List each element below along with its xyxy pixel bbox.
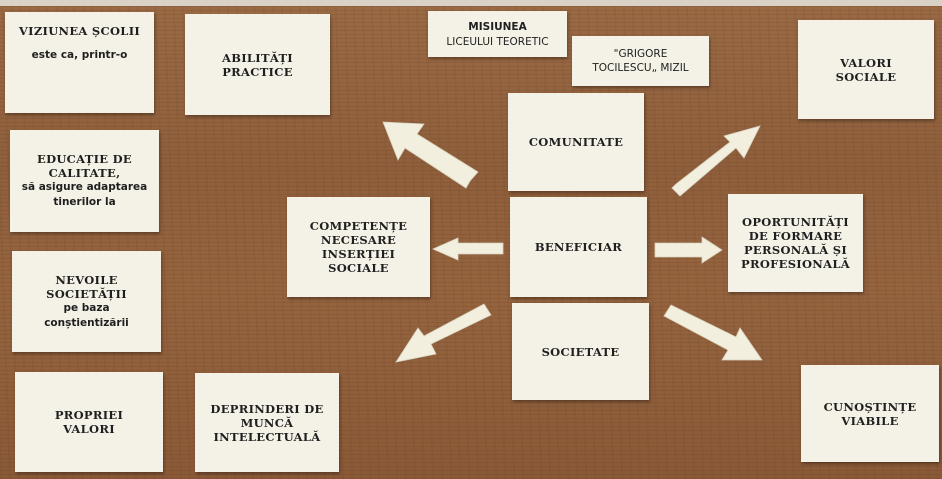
arrow-left [432, 237, 504, 261]
deprinderi-line-2: MUNCĂ [240, 415, 294, 430]
societate-label: SOCIETATE [541, 344, 620, 359]
comunitate-label: COMUNITATE [528, 135, 624, 149]
card-valori-sociale: VALORI SOCIALE [798, 20, 934, 119]
deprinderi-line-3: INTELECTUALĂ [213, 429, 321, 444]
nevoile-line-2: SOCIETĂȚII [46, 286, 127, 301]
card-educatie: EDUCAȚIE DE CALITATE, să asigure adaptar… [10, 130, 159, 232]
nevoile-line-4: conștientizării [44, 316, 129, 329]
card-oportunitati: OPORTUNITĂȚI DE FORMARE PERSONALĂ ȘI PRO… [728, 194, 863, 292]
card-deprinderi: DEPRINDERI DE MUNCĂ INTELECTUALĂ [195, 373, 339, 472]
educatie-line-4: tinerilor la [53, 196, 116, 208]
card-viziunea: VIZIUNEA ȘCOLII este ca, printr-o [5, 12, 154, 113]
card-misiunea: MISIUNEA LICEULUI TEORETIC [428, 11, 567, 57]
propriei-line-1: PROPRIEI [54, 408, 124, 422]
cunostinte-line-1: CUNOȘTINȚE [823, 399, 917, 414]
nevoile-line-3: pe baza [63, 301, 110, 314]
educatie-line-2: CALITATE, [48, 166, 121, 180]
card-grigore: "GRIGORE TOCILESCU„ MIZIL [572, 36, 709, 86]
wall-top-edge [0, 0, 942, 6]
deprinderi-line-1: DEPRINDERI DE [210, 401, 324, 416]
competente-line-3: INSERȚIEI [321, 247, 396, 261]
card-comunitate: COMUNITATE [508, 93, 644, 191]
beneficiar-label: BENEFICIAR [534, 240, 623, 254]
card-abilitati: ABILITĂȚI PRACTICE [185, 14, 330, 115]
arrow-down-left [395, 303, 492, 363]
grigore-line-1: "GRIGORE [613, 48, 668, 60]
competente-line-1: COMPETENȚE [309, 219, 408, 233]
competente-line-2: NECESARE [320, 233, 397, 247]
arrow-down-right [663, 304, 763, 361]
oportunitati-line-3: PERSONALĂ ȘI [743, 243, 848, 257]
abilitati-line-2: PRACTICE [222, 64, 293, 79]
viziunea-title: VIZIUNEA ȘCOLII [18, 24, 141, 38]
cunostinte-line-2: VIABILE [841, 413, 899, 428]
oportunitati-line-1: OPORTUNITĂȚI [742, 215, 849, 229]
oportunitati-line-2: DE FORMARE [748, 229, 843, 243]
arrow-up-left [382, 121, 479, 189]
misiunea-title: MISIUNEA [468, 20, 527, 33]
viziunea-subtitle: este ca, printr-o [31, 49, 128, 61]
card-competente: COMPETENȚE NECESARE INSERȚIEI SOCIALE [287, 197, 430, 297]
misiunea-subtitle: LICEULUI TEORETIC [446, 35, 549, 48]
arrow-right [654, 236, 723, 264]
card-societate: SOCIETATE [512, 303, 649, 400]
propriei-line-2: VALORI [63, 422, 115, 436]
competente-line-4: SOCIALE [328, 261, 389, 275]
valori-sociale-line-1: VALORI [840, 55, 892, 70]
card-propriei-valori: PROPRIEI VALORI [15, 372, 163, 472]
card-cunostinte: CUNOȘTINȚE VIABILE [801, 365, 939, 462]
educatie-line-1: EDUCAȚIE DE [37, 152, 132, 166]
educatie-line-3: să asigure adaptarea [21, 181, 148, 193]
grigore-line-2: TOCILESCU„ MIZIL [592, 62, 689, 74]
valori-sociale-line-2: SOCIALE [835, 69, 897, 84]
nevoile-line-1: NEVOILE [55, 272, 118, 287]
oportunitati-line-4: PROFESIONALĂ [741, 257, 850, 271]
card-nevoile: NEVOILE SOCIETĂȚII pe baza conștientizăr… [12, 251, 161, 352]
arrow-up-right [671, 125, 761, 197]
abilitati-line-1: ABILITĂȚI [222, 50, 293, 65]
card-beneficiar: BENEFICIAR [510, 197, 647, 297]
